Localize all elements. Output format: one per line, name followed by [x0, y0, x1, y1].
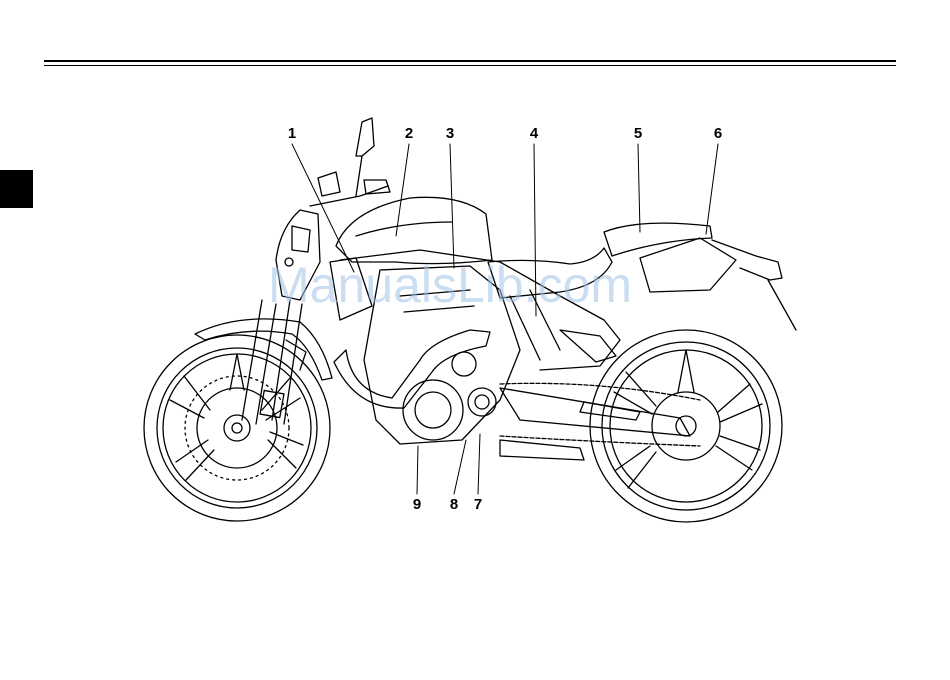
side-stand [500, 440, 584, 460]
callout-6: 6 [714, 126, 722, 141]
callout-3: 3 [446, 126, 454, 141]
watermark: ManualsLib.com [268, 256, 632, 314]
front-fork [242, 300, 306, 424]
front-fender [195, 319, 332, 380]
callout-7: 7 [474, 497, 482, 512]
rear-wheel [590, 330, 782, 522]
muffler [640, 238, 736, 292]
callout-9: 9 [413, 497, 421, 512]
callout-2: 2 [405, 126, 413, 141]
callout-4: 4 [530, 126, 538, 141]
handlebar [310, 118, 390, 206]
callout-1: 1 [288, 126, 296, 141]
callout-5: 5 [634, 126, 642, 141]
fuel-tank [336, 197, 492, 263]
callout-8: 8 [450, 497, 458, 512]
exhaust-header [334, 330, 490, 408]
